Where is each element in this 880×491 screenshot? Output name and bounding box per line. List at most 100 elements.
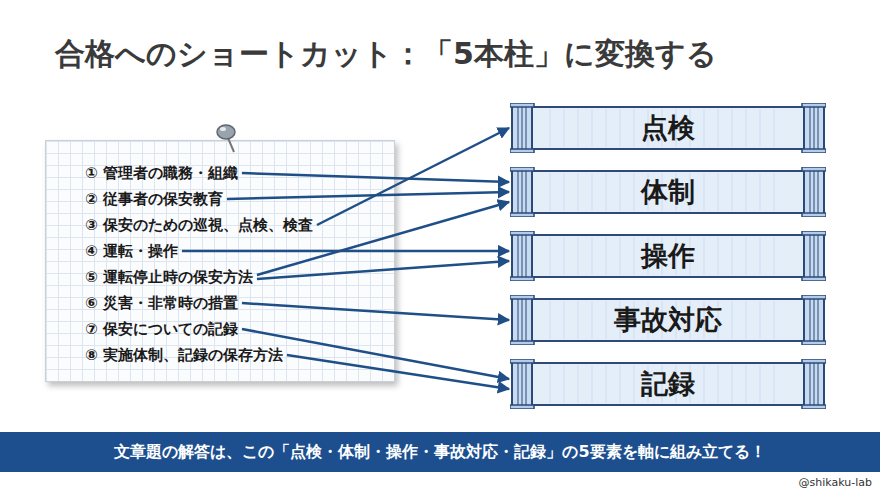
pillar-grid-line [564,365,565,403]
pillar-flute [818,362,819,406]
pillar-flute [522,170,523,214]
pillar-grid-line [732,237,733,275]
slide-title: 合格へのショートカット：「5本柱」に変換する [55,34,717,75]
pillar-flute [810,234,811,278]
pillar-grid-line [774,109,775,147]
list-item: ③ 保安のための巡視、点検、検査 [85,214,313,236]
pillar-grid-line [746,109,747,147]
pillar-flange [510,103,534,107]
pillar-flange [802,277,826,281]
pillar-flange [510,341,534,345]
pillar-grid-line [774,173,775,211]
pillar-flute [518,298,519,342]
mapping-arrow [317,128,509,225]
pillar-flute [818,298,819,342]
pillar-flange [510,231,534,235]
pillar-grid-line [592,301,593,339]
list-item: ⑥ 災害・非常時の措置 [85,292,238,314]
pillar-grid-line [718,237,719,275]
pillar-grid-line [634,173,635,211]
pillar-flute [526,234,527,278]
list-item: ② 従事者の保安教育 [85,188,223,210]
pillar-flange [510,405,534,409]
pillar-flute [526,170,527,214]
pillar-label: 記録 [510,359,826,409]
pillar-grid-line [550,237,551,275]
pillar-grid-line [718,109,719,147]
pillar-grid-line [550,173,551,211]
list-item-text: ⑤ 運転停止時の保安方法 [85,268,253,286]
pillar-cap [512,168,532,216]
pillar-grid-line [606,237,607,275]
pillar-flange [510,167,534,171]
mapping-arrow [182,250,509,253]
pillar-grid-line [732,109,733,147]
pillar-flange [802,341,826,345]
pillar-flute [810,362,811,406]
pillar-grid-line [606,109,607,147]
summary-banner: 文章題の解答は、この「点検・体制・操作・事故対応・記録」の5要素を軸に組み立てる… [0,432,880,472]
pillar-grid-line [578,237,579,275]
pillar-grid-line [578,173,579,211]
pillar-flute [814,298,815,342]
pillar-label: 体制 [510,167,826,217]
pillar-flute [814,170,815,214]
pillar-grid-line [564,109,565,147]
pillar-grid-line [592,173,593,211]
list-item: ⑦ 保安についての記録 [85,318,238,340]
pillar-flute [814,106,815,150]
pillar-cap [804,168,824,216]
pillar-cap [804,296,824,344]
pillar-cap [512,360,532,408]
pillar-flute [810,106,811,150]
banner-caption: 文章題の解答は、この「点検・体制・操作・事故対応・記録」の5要素を軸に組み立てる… [114,442,765,463]
list-item-text: ⑦ 保安についての記録 [85,320,238,338]
pin-needle [228,138,234,152]
pillar-flute [818,170,819,214]
pillar-grid-line [550,365,551,403]
pillar-flute [522,362,523,406]
pillar-flange [802,213,826,217]
pillar-grid-line [578,365,579,403]
pillar-box: 操作 [510,231,826,281]
pillar-grid-line [620,173,621,211]
list-item: ④ 運転・操作 [85,240,178,262]
pillar-grid-line [760,173,761,211]
pillar-grid-line [550,301,551,339]
pillar-grid-line [704,237,705,275]
pillar-grid-line [578,301,579,339]
pillar-grid-line [564,301,565,339]
mapping-arrow [257,261,509,279]
mapping-arrow [287,355,509,389]
pillar-flute [810,298,811,342]
list-item: ① 管理者の職務・組織 [85,162,238,184]
pillar-flange [510,277,534,281]
pillar-label: 操作 [510,231,826,281]
pillar-flange [510,359,534,363]
pillar-flange [802,231,826,235]
pillar-box: 点検 [510,103,826,153]
list-item-text: ① 管理者の職務・組織 [85,164,238,182]
pillar-flange [510,213,534,217]
pillar-flute [814,362,815,406]
pillar-flange [510,149,534,153]
pillar-grid-line [774,301,775,339]
pillar-cap [512,296,532,344]
pillar-cap [512,104,532,152]
pillar-flute [518,106,519,150]
mapping-arrow [227,192,509,199]
mapping-arrow [242,173,509,182]
pillar-label: 点検 [510,103,826,153]
list-item-text: ④ 運転・操作 [85,242,178,260]
pillar-grid-line [564,237,565,275]
pillar-grid-line [606,365,607,403]
pillar-flute [522,234,523,278]
pillar-flute [526,298,527,342]
pillar-box: 体制 [510,167,826,217]
pillar-grid-line [606,173,607,211]
pillar-grid-line [774,237,775,275]
pillar-grid-line [746,301,747,339]
pin-head [217,125,235,139]
